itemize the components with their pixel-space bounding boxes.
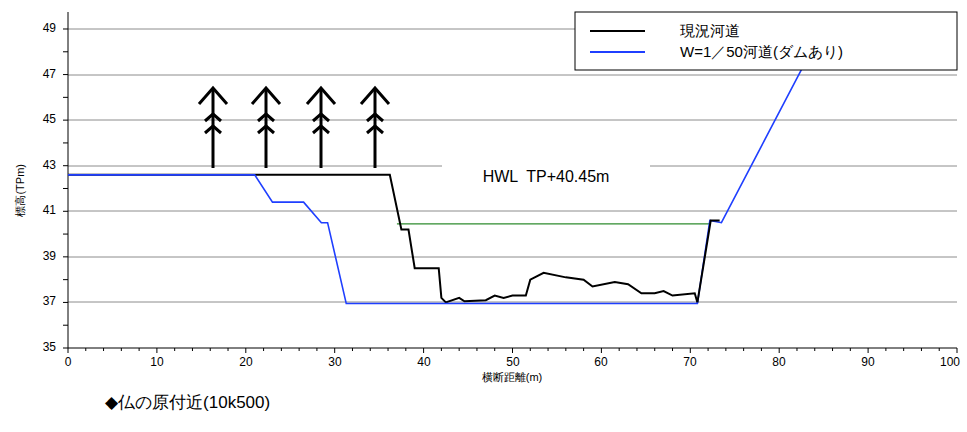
legend-text: 現況河道 — [680, 22, 740, 39]
axis-tick — [63, 234, 68, 235]
hwl-label: HWL TP+40.45m — [483, 168, 610, 186]
axis-value: 80 — [772, 356, 785, 370]
legend-sample-line — [590, 51, 645, 53]
axis-tick — [334, 348, 335, 353]
axis-value: 43 — [43, 159, 56, 173]
legend-sample-line — [590, 30, 645, 32]
axis-ticks — [63, 29, 957, 353]
current-channel-line — [697, 220, 719, 302]
axis-value: 39 — [43, 250, 56, 264]
axis-tick — [63, 51, 68, 52]
axis-value: 100 — [940, 356, 960, 370]
legend-box — [575, 12, 957, 70]
axis-tick — [156, 348, 157, 353]
y-axis — [68, 12, 69, 348]
axis-tick — [512, 348, 513, 353]
chart-caption: ◆仏の原付近(10k500) — [105, 393, 270, 413]
axis-value: 10 — [150, 356, 163, 370]
axis-title: 横断距離(m) — [482, 371, 543, 384]
axis-tick — [868, 348, 869, 353]
current-channel-line — [68, 175, 697, 303]
axis-tick — [63, 165, 68, 166]
axis-tick — [601, 348, 602, 353]
axis-tick — [690, 348, 691, 353]
axis-tick — [63, 256, 68, 257]
label-patch — [442, 162, 650, 192]
axis-tick — [245, 348, 246, 353]
axis-tick — [63, 97, 68, 98]
axis-tick — [63, 142, 68, 143]
axis-value: 47 — [43, 68, 56, 82]
x-axis — [68, 348, 957, 349]
axis-tick — [63, 74, 68, 75]
axis-value: 45 — [43, 113, 56, 127]
axis-value: 40 — [417, 356, 430, 370]
axis-value: 60 — [594, 356, 607, 370]
hwl-line — [397, 223, 711, 224]
legend-text: W=1／50河道(ダムあり) — [680, 43, 843, 60]
axis-value: 50 — [506, 356, 519, 370]
axis-value: 0 — [65, 356, 72, 370]
axis-title: 標高(TPm) — [14, 164, 27, 217]
axis-tick — [423, 348, 424, 353]
axis-tick — [68, 348, 69, 353]
axis-tick — [957, 348, 958, 353]
axis-value: 20 — [239, 356, 252, 370]
axis-tick — [63, 325, 68, 326]
axis-value: 90 — [861, 356, 874, 370]
axis-tick — [63, 188, 68, 189]
axis-value: 49 — [43, 22, 56, 36]
axis-value: 70 — [683, 356, 696, 370]
tree-symbols — [199, 88, 389, 168]
axis-tick — [63, 348, 68, 349]
axis-tick — [63, 211, 68, 212]
axis-tick — [779, 348, 780, 353]
axis-value: 41 — [43, 204, 56, 218]
axis-tick — [63, 28, 68, 29]
axis-value: 35 — [43, 341, 56, 355]
axis-tick — [63, 279, 68, 280]
axis-value: 37 — [43, 295, 56, 309]
axis-tick — [63, 120, 68, 121]
axis-value: 30 — [328, 356, 341, 370]
axis-tick — [63, 302, 68, 303]
